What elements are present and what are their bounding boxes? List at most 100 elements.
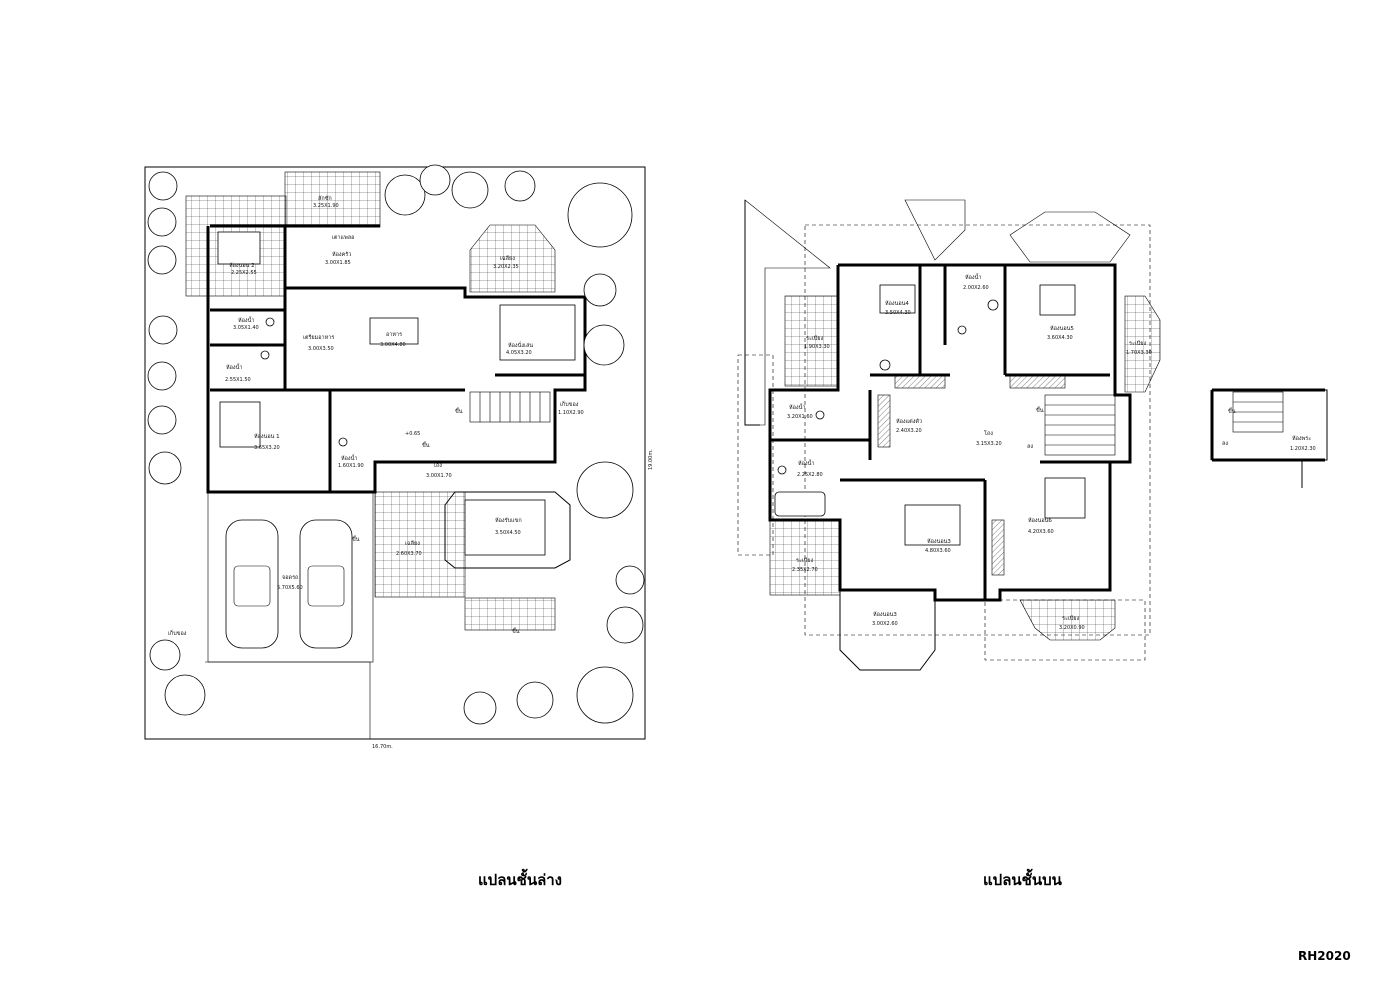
room-size: 4.80X3.60 bbox=[925, 548, 951, 554]
room-name: เก็บของ bbox=[560, 400, 579, 408]
bed-3 bbox=[904, 504, 961, 546]
room-name: เฉลียง bbox=[405, 540, 420, 547]
room-name: ห้องนอน3 bbox=[927, 538, 951, 545]
room-size: 3.00X1.85 bbox=[325, 260, 351, 266]
room-name: ห้องน้ำ bbox=[789, 403, 805, 411]
room-size: 2.00X2.60 bbox=[963, 285, 989, 291]
room-name: อาหาร bbox=[386, 332, 402, 338]
room-size: 2.55X1.50 bbox=[225, 377, 251, 383]
room-name: ห้องนอน3 bbox=[873, 611, 897, 618]
room-size: 1.60X1.90 bbox=[338, 463, 364, 469]
room-name: ห้องน้ำ bbox=[798, 459, 814, 467]
roof-hip-left bbox=[744, 199, 831, 426]
room-size: 1.70X3.30 bbox=[1126, 350, 1152, 356]
toilet-3 bbox=[338, 437, 348, 447]
site-depth: 19.00m. bbox=[648, 449, 654, 470]
room-name: จอดรถ bbox=[282, 575, 298, 581]
room-size: 3.20X2.35 bbox=[493, 264, 519, 270]
room-size: 3.20X0.90 bbox=[1059, 625, 1085, 631]
room-name: ห้องน้ำ bbox=[226, 363, 242, 371]
room-size: 2.25X2.55 bbox=[231, 270, 257, 276]
car-left-roof bbox=[233, 565, 271, 607]
ground-floor-title: แปลนชั้นล่าง bbox=[478, 868, 562, 889]
ground-room-labels: ลักซัก 3.25X1.90 เตาแพลอ ห้องครัว 3.00X1… bbox=[168, 195, 584, 637]
room-name: โถง bbox=[984, 429, 993, 437]
roof-hip-bay bbox=[1009, 211, 1131, 263]
bed-5 bbox=[1039, 284, 1076, 316]
balcony-bottom bbox=[1019, 599, 1116, 641]
room-name: ลักซัก bbox=[318, 195, 332, 202]
room-name: ห้องนอน4 bbox=[885, 300, 909, 307]
room-name: ห้องนอน6 bbox=[1028, 517, 1052, 524]
up-label: ขึ้น bbox=[422, 441, 430, 449]
room-name: ห้องนอน 2 bbox=[229, 262, 255, 269]
dressing-rail-top bbox=[894, 375, 946, 389]
up-label: ขึ้น bbox=[1036, 406, 1044, 414]
up-label: ขึ้น bbox=[512, 627, 520, 635]
room-size: 3.60X4.30 bbox=[1047, 335, 1073, 341]
laundry-terrace bbox=[284, 171, 381, 228]
down-label: ลง bbox=[1027, 444, 1033, 450]
site-width: 16.70m. bbox=[372, 744, 393, 750]
room-size: 3.00X3.50 bbox=[308, 346, 334, 352]
room-size: 1.20X2.30 bbox=[1290, 446, 1316, 452]
room-size: 3.20X1.60 bbox=[787, 414, 813, 420]
bed-6 bbox=[1044, 477, 1086, 519]
room-size: 1.10X2.90 bbox=[558, 410, 584, 416]
room-size: 3.00X2.60 bbox=[872, 621, 898, 627]
room-name: ระเบียง bbox=[1129, 340, 1147, 347]
bedroom-bay bbox=[839, 589, 936, 671]
trees-ground bbox=[147, 164, 645, 725]
bed-4 bbox=[879, 284, 916, 314]
up-label: ขึ้น bbox=[352, 535, 360, 543]
room-size: 3.00X4.80 bbox=[380, 342, 406, 348]
dining-table bbox=[369, 317, 419, 345]
room-size: 3.05X1.40 bbox=[233, 325, 259, 331]
driveway-edge bbox=[205, 661, 371, 739]
drawing-code: RH2020 bbox=[1298, 949, 1351, 963]
car-right bbox=[299, 519, 353, 649]
room-name: โถง bbox=[433, 461, 442, 469]
plant-upper bbox=[879, 359, 891, 371]
balcony-left bbox=[784, 295, 838, 387]
bay-terrace bbox=[469, 224, 556, 293]
room-name: ระเบียง bbox=[806, 335, 824, 342]
room-name: ห้องแต่งตัว bbox=[896, 418, 922, 425]
room-name: ห้องนอน 1 bbox=[254, 433, 280, 440]
level-mark: +0.65 bbox=[405, 431, 420, 437]
room-name: ห้องครัว bbox=[332, 251, 351, 258]
toilet-1 bbox=[265, 317, 275, 327]
room-size: 3.50X4.30 bbox=[885, 310, 911, 316]
roof-hip-top bbox=[904, 199, 966, 261]
toilet-upper-2 bbox=[815, 410, 825, 420]
living-room-bay bbox=[444, 491, 571, 569]
room-name: เก็บของ bbox=[168, 629, 187, 637]
room-name: เตรียมอาหาร bbox=[303, 334, 334, 341]
balcony-right bbox=[1124, 295, 1161, 393]
room-size: 3.65X3.20 bbox=[254, 445, 280, 451]
car-right-roof bbox=[307, 565, 345, 607]
room-size: 4.20X3.60 bbox=[1028, 529, 1054, 535]
ground-floor-plan: 16.70m. 19.00m. ลักซัก 3.25X1.90 เตาแพลอ… bbox=[144, 164, 654, 889]
up-label: ขึ้น bbox=[455, 407, 463, 415]
room-name: ห้องน้ำ bbox=[341, 454, 357, 462]
stair-detail: ห้องพระ 1.20X2.30 ขึ้น ลง bbox=[1210, 388, 1328, 488]
sofa-set bbox=[499, 304, 576, 361]
site-boundary bbox=[144, 166, 646, 740]
roof-outline bbox=[744, 200, 760, 426]
room-name: ห้องนอน5 bbox=[1050, 325, 1074, 332]
dressing-rail-left bbox=[877, 394, 891, 448]
sink-upper bbox=[987, 299, 999, 311]
room-size: 2.35X2.70 bbox=[792, 567, 818, 573]
car-left bbox=[225, 519, 279, 649]
room-size: 5.70X5.60 bbox=[277, 585, 303, 591]
room-size: 1.90X3.30 bbox=[804, 344, 830, 350]
room-name: เฉลียง bbox=[500, 255, 515, 262]
toilet-2 bbox=[260, 350, 270, 360]
room-size: 4.05X3.20 bbox=[506, 350, 532, 356]
upper-room-labels: ห้องนอน4 3.50X4.30 ห้องน้ำ 2.00X2.60 ห้อ… bbox=[787, 273, 1152, 631]
room-name: ระเบียง bbox=[1062, 615, 1080, 622]
roof-dashed-left bbox=[737, 354, 774, 556]
bed-1 bbox=[219, 401, 261, 448]
bathtub bbox=[774, 491, 826, 517]
